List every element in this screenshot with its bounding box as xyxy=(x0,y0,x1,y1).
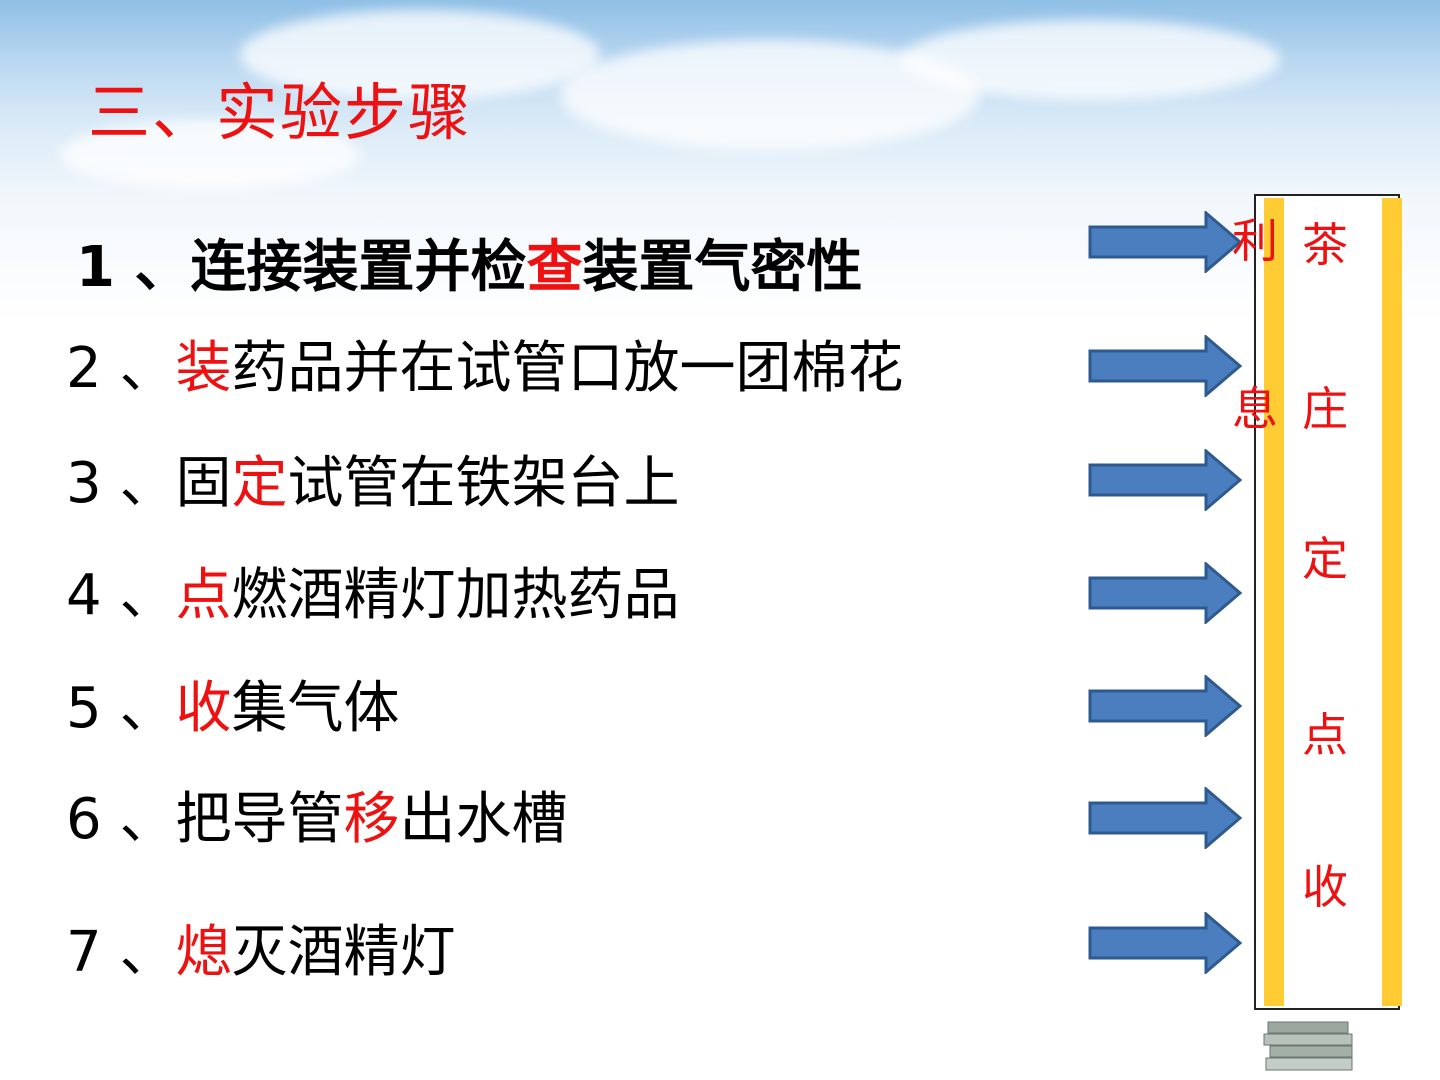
mnemonic-char: 息 xyxy=(1232,382,1278,436)
mnemonic-char: 利 xyxy=(1232,214,1278,268)
step-4-keyword: 点 xyxy=(175,563,232,628)
step-1: 1 、连接装置并检查装置气密性 xyxy=(76,235,863,300)
mnemonic-scroll: 利 息 茶 庄 定 点 收 xyxy=(1232,194,1402,1010)
arrow-right-icon xyxy=(1088,449,1242,511)
book-stack-icon xyxy=(1263,1021,1353,1071)
mnemonic-char: 庄 xyxy=(1302,382,1348,436)
step-5: 5 、收集气体 xyxy=(66,676,400,741)
arrow-right-icon xyxy=(1088,335,1242,397)
mnemonic-char: 茶 xyxy=(1302,218,1348,272)
page-title: 三、实验步骤 xyxy=(88,76,473,149)
step-2-keyword: 装 xyxy=(175,336,232,401)
step-7: 7 、熄灭酒精灯 xyxy=(66,920,456,985)
step-3-keyword: 定 xyxy=(231,451,288,516)
arrow-right-icon xyxy=(1088,787,1242,849)
step-7-keyword: 熄 xyxy=(175,920,232,985)
arrow-right-icon xyxy=(1088,211,1242,273)
sky-background xyxy=(0,0,1440,320)
step-2: 2 、装药品并在试管口放一团棉花 xyxy=(66,336,904,401)
mnemonic-char: 点 xyxy=(1302,708,1348,762)
step-1-keyword: 查 xyxy=(526,235,583,300)
arrow-right-icon xyxy=(1088,912,1242,974)
mnemonic-char: 收 xyxy=(1302,860,1348,914)
arrow-right-icon xyxy=(1088,562,1242,624)
mnemonic-char: 定 xyxy=(1302,532,1348,586)
step-3: 3 、固定试管在铁架台上 xyxy=(66,451,680,516)
step-6: 6 、把导管移出水槽 xyxy=(66,787,568,852)
arrow-right-icon xyxy=(1088,675,1242,737)
step-4: 4 、点燃酒精灯加热药品 xyxy=(66,563,680,628)
step-6-keyword: 移 xyxy=(343,787,400,852)
step-5-keyword: 收 xyxy=(175,676,232,741)
